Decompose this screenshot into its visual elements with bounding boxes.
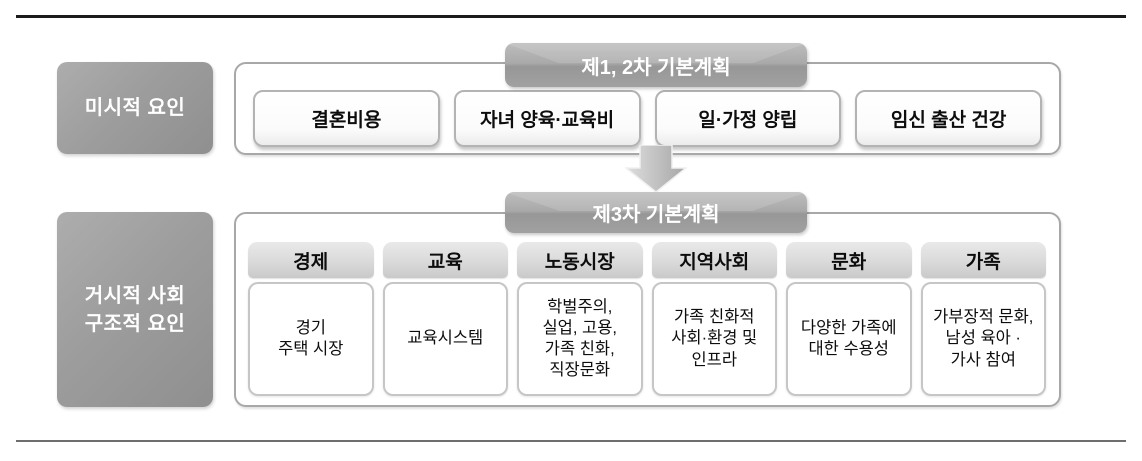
column-body-labor-market: 학벌주의, 실업, 고용, 가족 친화, 직장문화 — [517, 282, 643, 396]
column-header-local-community: 지역사회 — [651, 242, 777, 278]
macro-column-family: 가족 가부장적 문화, 남성 육아 · 가사 참여 — [920, 242, 1046, 396]
macro-column-culture: 문화 다양한 가족에 대한 수용성 — [786, 242, 912, 396]
micro-items-row: 결혼비용 자녀 양육·교육비 일·가정 양립 임신 출산 건강 — [253, 90, 1042, 147]
macro-column-education: 교육 교육시스템 — [382, 242, 508, 396]
column-header-family: 가족 — [920, 242, 1046, 278]
plan-3-title-pill: 제3차 기본계획 — [505, 192, 807, 233]
column-body-family: 가부장적 문화, 남성 육아 · 가사 참여 — [920, 282, 1046, 396]
column-header-economy: 경제 — [248, 242, 374, 278]
column-header-labor-market: 노동시장 — [517, 242, 643, 278]
column-body-culture: 다양한 가족에 대한 수용성 — [786, 282, 912, 396]
macro-columns-row: 경제 경기 주택 시장 교육 교육시스템 노동시장 학벌주의, 실업, 고용, … — [248, 242, 1046, 396]
macro-column-local-community: 지역사회 가족 친화적 사회·환경 및 인프라 — [651, 242, 777, 396]
macro-factors-panel: 경제 경기 주택 시장 교육 교육시스템 노동시장 학벌주의, 실업, 고용, … — [234, 212, 1061, 407]
column-body-economy: 경기 주택 시장 — [248, 282, 374, 396]
micro-factors-label: 미시적 요인 — [57, 62, 213, 154]
macro-column-economy: 경제 경기 주택 시장 — [248, 242, 374, 396]
micro-item-pregnancy-birth-health: 임신 출산 건강 — [855, 90, 1042, 147]
column-header-education: 교육 — [382, 242, 508, 278]
top-rule — [16, 15, 1126, 18]
bottom-rule — [16, 440, 1126, 442]
column-body-education: 교육시스템 — [382, 282, 508, 396]
macro-factors-label: 거시적 사회 구조적 요인 — [57, 212, 213, 407]
micro-item-marriage-cost: 결혼비용 — [253, 90, 440, 147]
plan-1-2-title-pill: 제1, 2차 기본계획 — [505, 43, 807, 87]
column-header-culture: 문화 — [786, 242, 912, 278]
macro-column-labor-market: 노동시장 학벌주의, 실업, 고용, 가족 친화, 직장문화 — [517, 242, 643, 396]
down-arrow-icon — [625, 145, 687, 193]
micro-item-childcare-education-cost: 자녀 양육·교육비 — [453, 90, 641, 147]
column-body-local-community: 가족 친화적 사회·환경 및 인프라 — [651, 282, 777, 396]
micro-item-work-family-balance: 일·가정 양립 — [654, 90, 842, 147]
